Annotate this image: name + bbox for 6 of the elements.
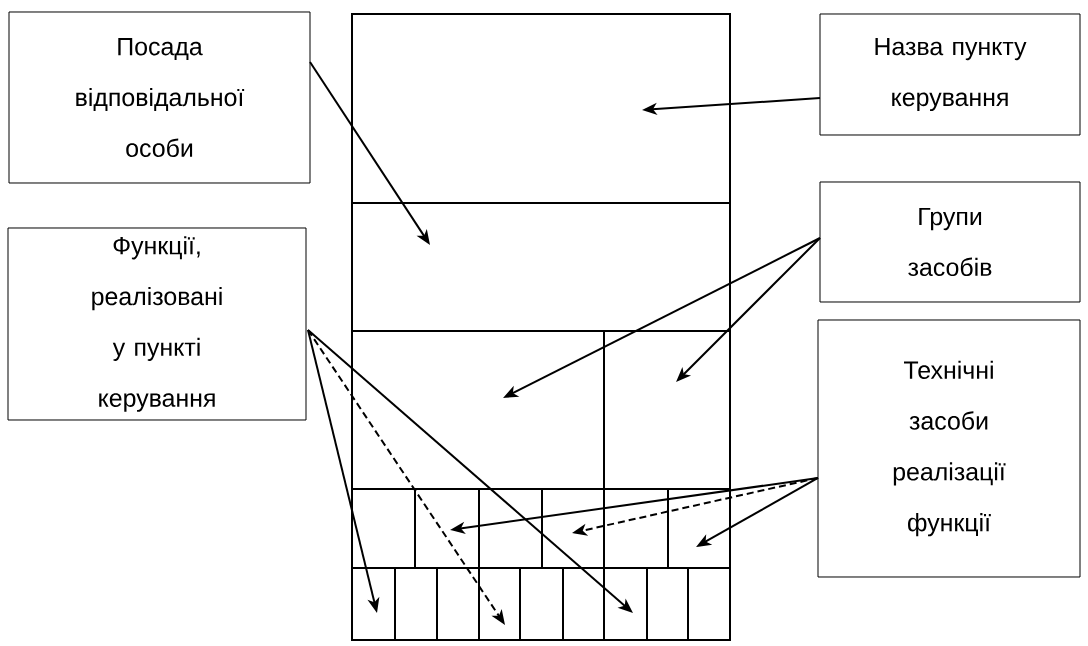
- label-box: Технічні засоби реалізації функції: [817, 319, 1081, 578]
- label-box: Групи засобів: [819, 181, 1081, 303]
- arrow: [676, 237, 821, 382]
- label-box: Посада відповідальної особи: [8, 11, 311, 184]
- label-box: Функції, реалізовані у пункті керування: [7, 227, 307, 421]
- label-box: Назва пункту керування: [819, 13, 1081, 136]
